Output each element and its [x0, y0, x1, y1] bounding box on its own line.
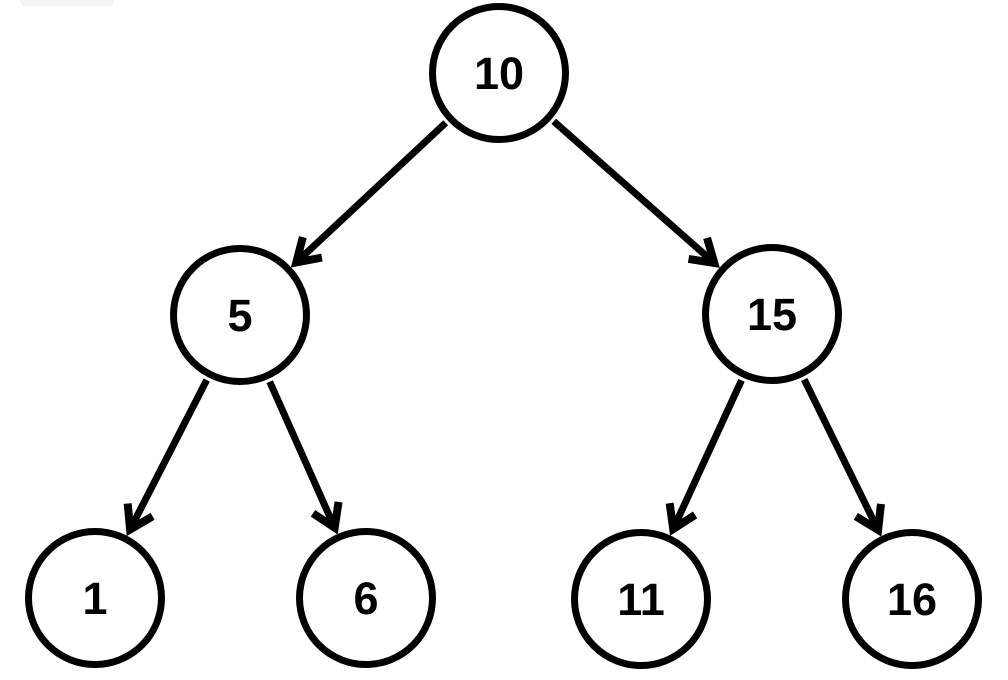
node-circle: [702, 244, 842, 384]
tree-edge-5-6: [266, 380, 335, 528]
node-circle: [842, 529, 982, 669]
tree-node-16: 16: [842, 529, 982, 669]
tree-node-1: 1: [25, 528, 165, 668]
tree-edge-15-16: [801, 377, 878, 530]
node-circle: [429, 3, 569, 143]
node-label: 11: [617, 574, 665, 625]
tree-node-11: 11: [571, 529, 711, 669]
node-label: 16: [887, 574, 937, 625]
tree-node-10: 10: [429, 3, 569, 143]
tree-edge-10-5: [296, 120, 449, 263]
node-label: 10: [474, 48, 524, 99]
node-label: 1: [82, 573, 107, 624]
node-label: 15: [747, 289, 797, 340]
node-circle: [571, 529, 711, 669]
tree-edge-5-1: [130, 378, 210, 530]
edges-layer: [130, 118, 878, 530]
tree-edge-10-15: [551, 118, 715, 263]
tree-node-6: 6: [296, 528, 436, 668]
node-label: 5: [227, 290, 252, 341]
tree-edge-15-11: [673, 378, 745, 529]
node-circle: [25, 528, 165, 668]
node-circle: [170, 245, 310, 385]
node-label: 6: [353, 573, 378, 624]
window-artifact: [20, 0, 114, 6]
tree-node-15: 15: [702, 244, 842, 384]
tree-node-5: 5: [170, 245, 310, 385]
node-circle: [296, 528, 436, 668]
